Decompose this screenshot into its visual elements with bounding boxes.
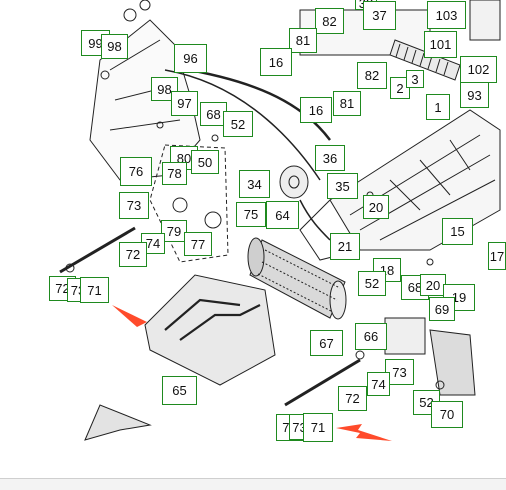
part-label-50: 50 xyxy=(191,150,219,174)
part-label-79: 79 xyxy=(161,220,187,242)
part-label-1: 1 xyxy=(426,94,450,120)
part-label-98: 98 xyxy=(101,34,128,59)
callout-arrow-right xyxy=(336,424,392,441)
part-label-52: 52 xyxy=(223,111,253,137)
bottom-status-strip xyxy=(0,478,506,490)
part-label-82: 82 xyxy=(357,62,387,89)
part-label-75: 75 xyxy=(236,202,266,227)
part-label-76: 76 xyxy=(120,157,152,186)
part-label-103: 103 xyxy=(427,1,466,29)
part-label-81: 81 xyxy=(333,91,361,116)
part-label-21: 21 xyxy=(330,233,360,260)
part-label-67: 67 xyxy=(310,330,343,356)
part-label-17: 17 xyxy=(488,242,506,270)
part-label-52: 52 xyxy=(358,271,386,296)
part-label-77: 77 xyxy=(184,232,212,256)
bearing-housing xyxy=(149,144,229,263)
direction-logo xyxy=(84,404,152,441)
part-label-73: 73 xyxy=(119,192,149,219)
part-label-97: 97 xyxy=(171,91,198,116)
part-label-65: 65 xyxy=(162,376,197,405)
part-label-93: 93 xyxy=(460,82,489,108)
part-label-101: 101 xyxy=(424,31,457,58)
part-label-15: 15 xyxy=(442,218,473,245)
part-label-96: 96 xyxy=(174,44,207,73)
part-label-70: 70 xyxy=(431,401,463,428)
part-label-68: 68 xyxy=(200,102,227,126)
part-label-81: 81 xyxy=(289,28,317,53)
callout-arrow-left xyxy=(112,305,147,327)
part-label-72: 72 xyxy=(338,386,367,411)
part-label-36: 36 xyxy=(315,145,345,171)
part-label-64: 64 xyxy=(266,201,299,229)
left-frame-plate xyxy=(89,19,201,181)
part-label-16: 16 xyxy=(300,97,332,123)
part-label-78: 78 xyxy=(162,162,187,185)
part-label-2: 2 xyxy=(390,77,410,99)
part-label-34: 34 xyxy=(239,170,270,198)
belt xyxy=(144,274,276,386)
part-label-3: 3 xyxy=(406,70,424,88)
part-label-35: 35 xyxy=(327,173,358,199)
shaft-right xyxy=(284,358,361,407)
part-label-82: 82 xyxy=(315,8,344,34)
part-label-20: 20 xyxy=(363,195,389,219)
part-label-71: 71 xyxy=(80,277,109,303)
part-label-69: 69 xyxy=(429,297,455,321)
roller-wheel xyxy=(279,165,309,199)
part-label-66: 66 xyxy=(355,323,387,350)
part-label-102: 102 xyxy=(460,56,497,83)
part-label-74: 74 xyxy=(367,372,390,396)
part-label-72: 72 xyxy=(119,242,147,267)
part-label-71: 71 xyxy=(303,413,333,442)
hydraulic-motor xyxy=(429,329,476,396)
part-label-16: 16 xyxy=(260,48,292,76)
part-label-37: 37 xyxy=(363,1,396,30)
